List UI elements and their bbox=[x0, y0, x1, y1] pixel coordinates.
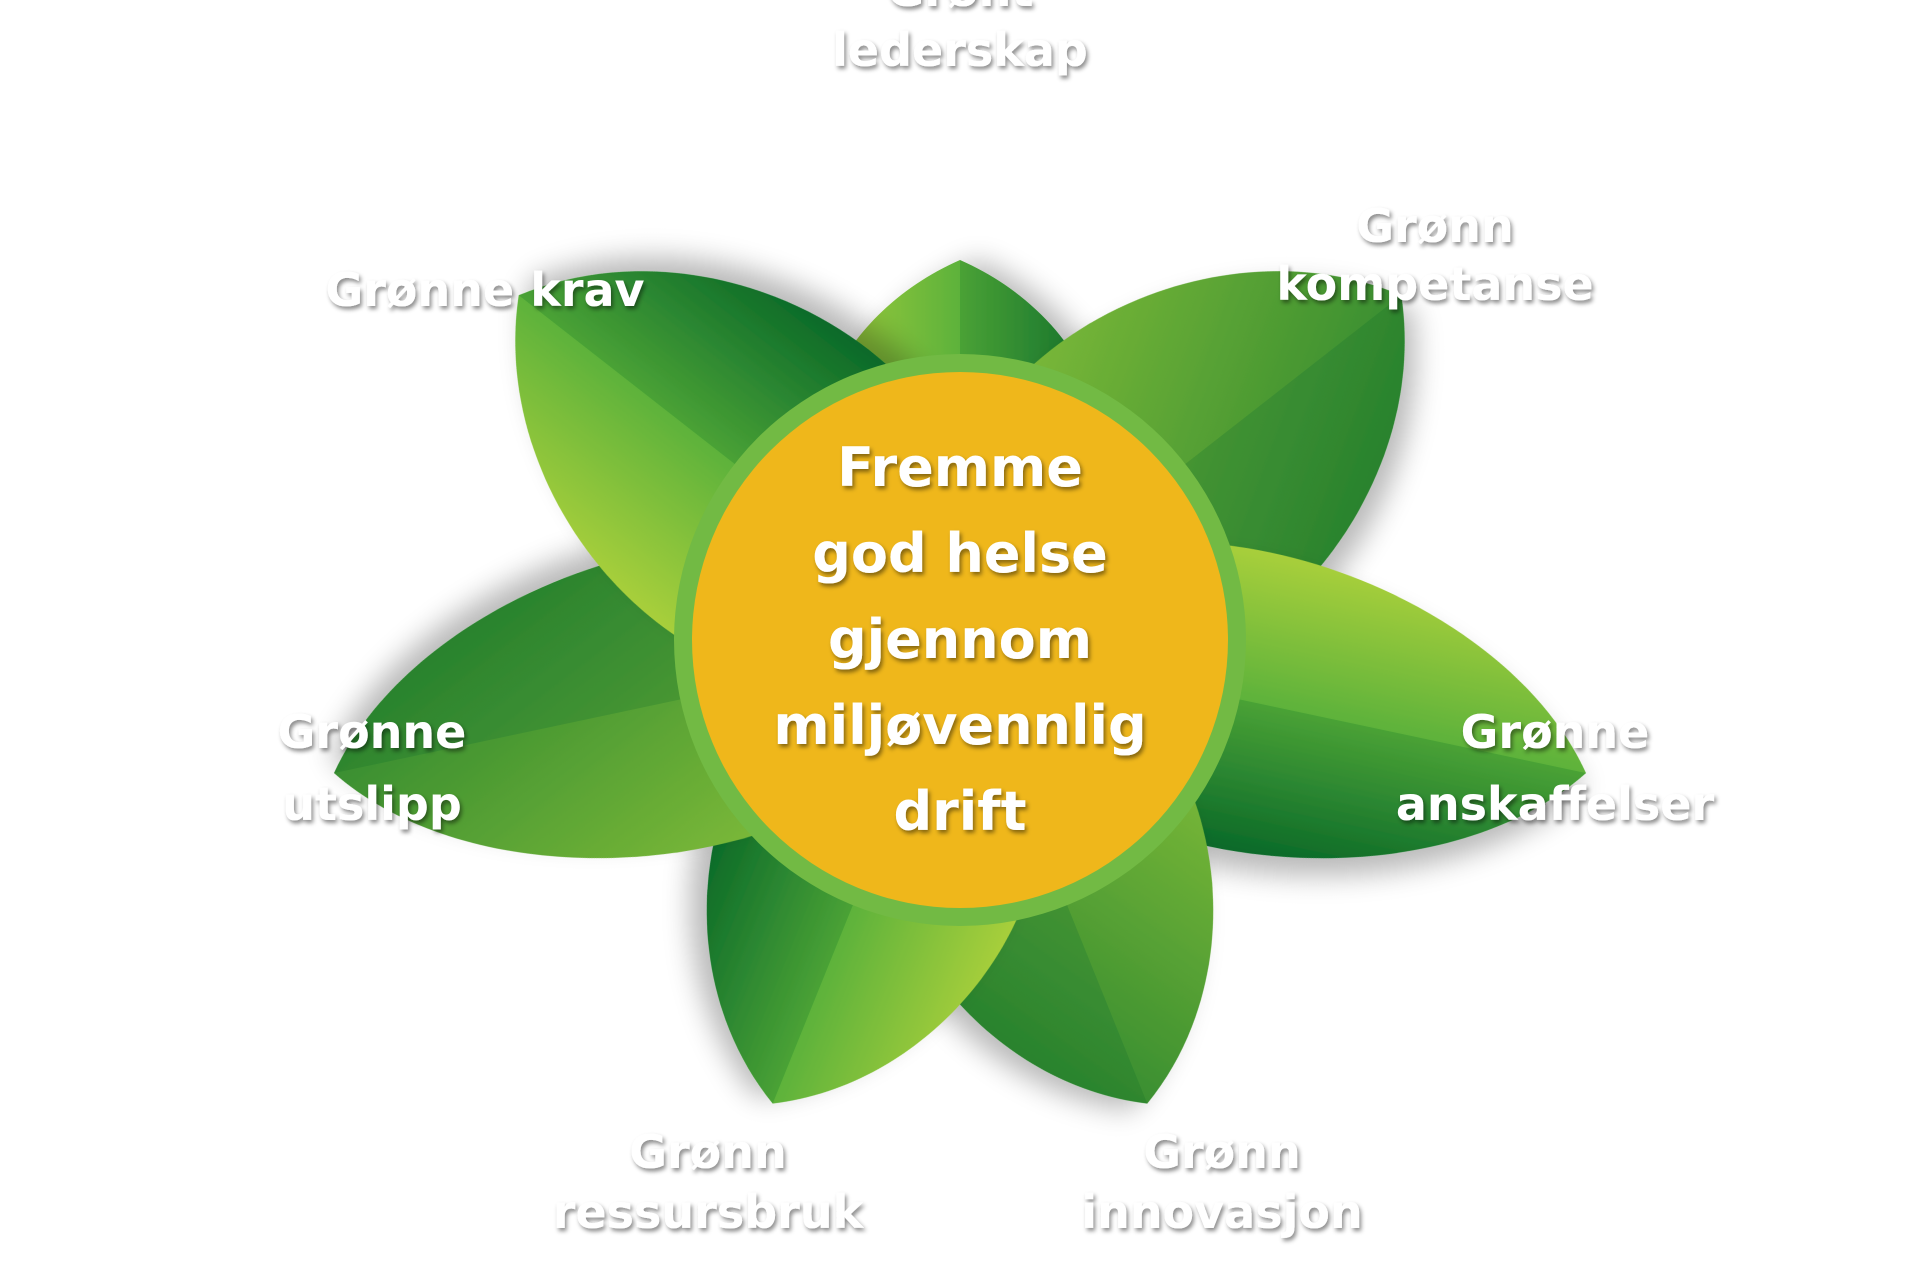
petal-label-line: innovasjon bbox=[1081, 1185, 1362, 1239]
petal-label-top-left: Grønne krav bbox=[325, 263, 644, 317]
center-text-line: god helse bbox=[812, 522, 1108, 585]
petal-label-line: Grønne krav bbox=[325, 263, 644, 317]
petal-label-line: Grønne bbox=[278, 705, 467, 759]
center-text-line: drift bbox=[893, 780, 1026, 843]
center-text: Fremme god helse gjennom miljøvennlig drift bbox=[773, 436, 1146, 843]
petal-label-line: ressursbruk bbox=[553, 1185, 865, 1239]
petal-label-top: Grønt lederskap bbox=[832, 0, 1088, 77]
petal-label-line: anskaffelser bbox=[1396, 777, 1715, 831]
petal-label-bottom-left: Grønn ressursbruk bbox=[553, 1125, 865, 1239]
petal-label-right: Grønne anskaffelser bbox=[1396, 705, 1715, 831]
petal-label-line: kompetanse bbox=[1276, 257, 1593, 311]
center-text-line: Fremme bbox=[837, 436, 1083, 499]
center-text-line: miljøvennlig bbox=[773, 694, 1146, 757]
petal-label-line: Grønn bbox=[1356, 199, 1514, 253]
petal-label-line: utslipp bbox=[282, 777, 462, 831]
petal-label-line: lederskap bbox=[832, 23, 1088, 77]
center-text-line: gjennom bbox=[828, 608, 1092, 671]
petal-label-line: Grønt bbox=[887, 0, 1034, 17]
petal-label-line: Grønn bbox=[629, 1125, 787, 1179]
petal-label-left: Grønne utslipp bbox=[278, 705, 467, 831]
petal-label-line: Grønne bbox=[1461, 705, 1650, 759]
petal-label-bottom-right: Grønn innovasjon bbox=[1081, 1125, 1362, 1239]
center-circle bbox=[692, 372, 1228, 908]
center-layer: Fremme god helse gjennom miljøvennlig drift bbox=[674, 354, 1246, 926]
petal-label-line: Grønn bbox=[1143, 1125, 1301, 1179]
